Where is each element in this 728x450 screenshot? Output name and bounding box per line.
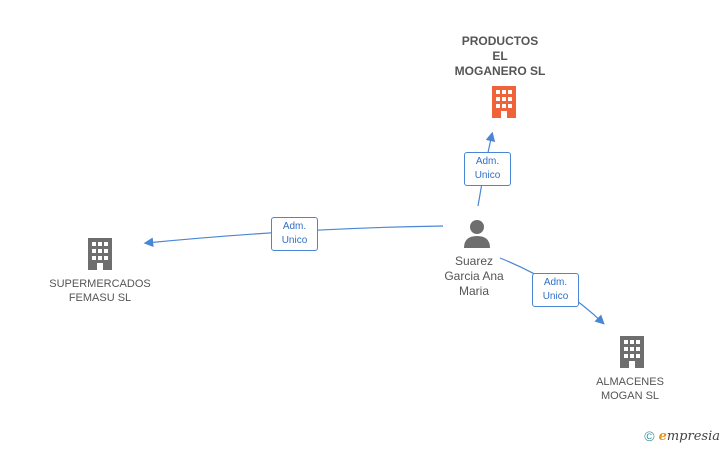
person-label: Suarez Garcia Ana Maria [444,254,504,298]
footer-brand: © empresia [644,428,720,444]
brand-logo[interactable]: empresia [658,428,720,444]
main-company-label: PRODUCTOS EL MOGANERO SL [454,34,546,78]
building-icon[interactable] [616,334,648,368]
building-icon[interactable] [84,236,116,270]
edge-label-to-left[interactable]: Adm. Unico [271,217,318,251]
copyright-icon: © [644,428,655,444]
building-icon[interactable] [488,84,520,118]
company-left-label: SUPERMERCADOS FEMASU SL [49,278,151,304]
edge-label-to-main[interactable]: Adm. Unico [464,152,511,186]
person-icon[interactable] [462,218,492,248]
company-right-label: ALMACENES MOGAN SL [596,376,664,402]
edge-label-to-right[interactable]: Adm. Unico [532,273,579,307]
